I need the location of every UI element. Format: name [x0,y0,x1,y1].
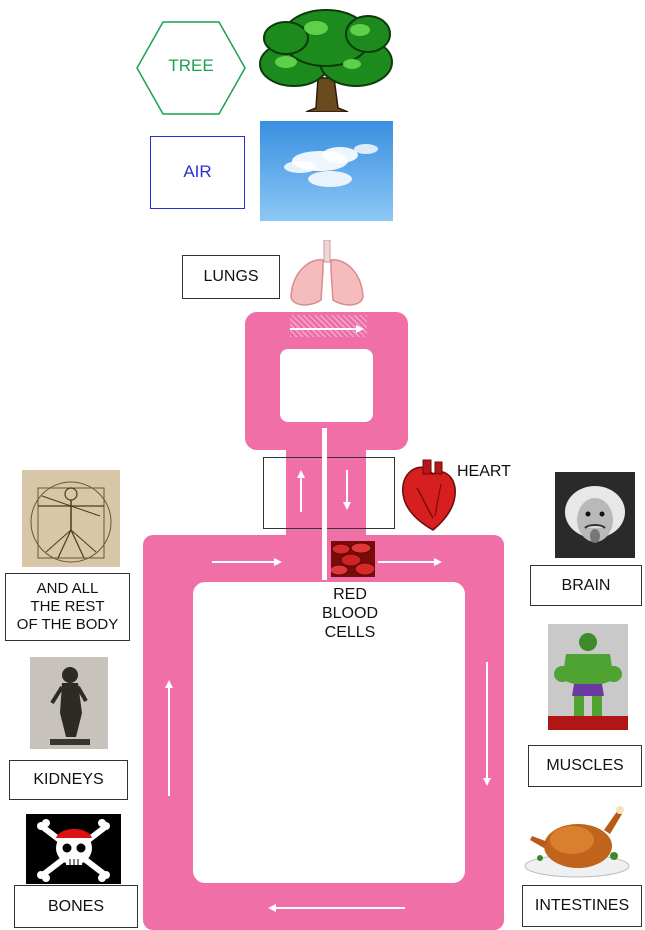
roast-chicken-icon [522,800,632,880]
red-blood-cells-label: RED BLOOD CELLS [300,585,400,643]
statue-icon [30,657,108,749]
vitruvian-man-icon [22,470,120,567]
hulk-icon [548,624,628,730]
heart-label: HEART [457,463,511,481]
blood-cells-icon [331,541,375,577]
kidneys-label: KIDNEYS [9,760,128,800]
bones-label: BONES [14,885,138,928]
rbc-line-1: RED [300,585,400,604]
rbc-line-3: CELLS [300,623,400,642]
heart-icon [397,458,461,532]
muscles-label: MUSCLES [528,745,642,787]
rbc-line-2: BLOOD [300,604,400,623]
rest-line-1: AND ALL [37,580,99,598]
rest-of-body-label: AND ALL THE REST OF THE BODY [5,573,130,641]
rest-line-2: THE REST [30,598,104,616]
intestines-label: INTESTINES [522,885,642,927]
brain-label: BRAIN [530,565,642,606]
rest-line-3: OF THE BODY [17,616,118,634]
einstein-icon [555,472,635,558]
skull-crossbones-icon [26,814,121,884]
